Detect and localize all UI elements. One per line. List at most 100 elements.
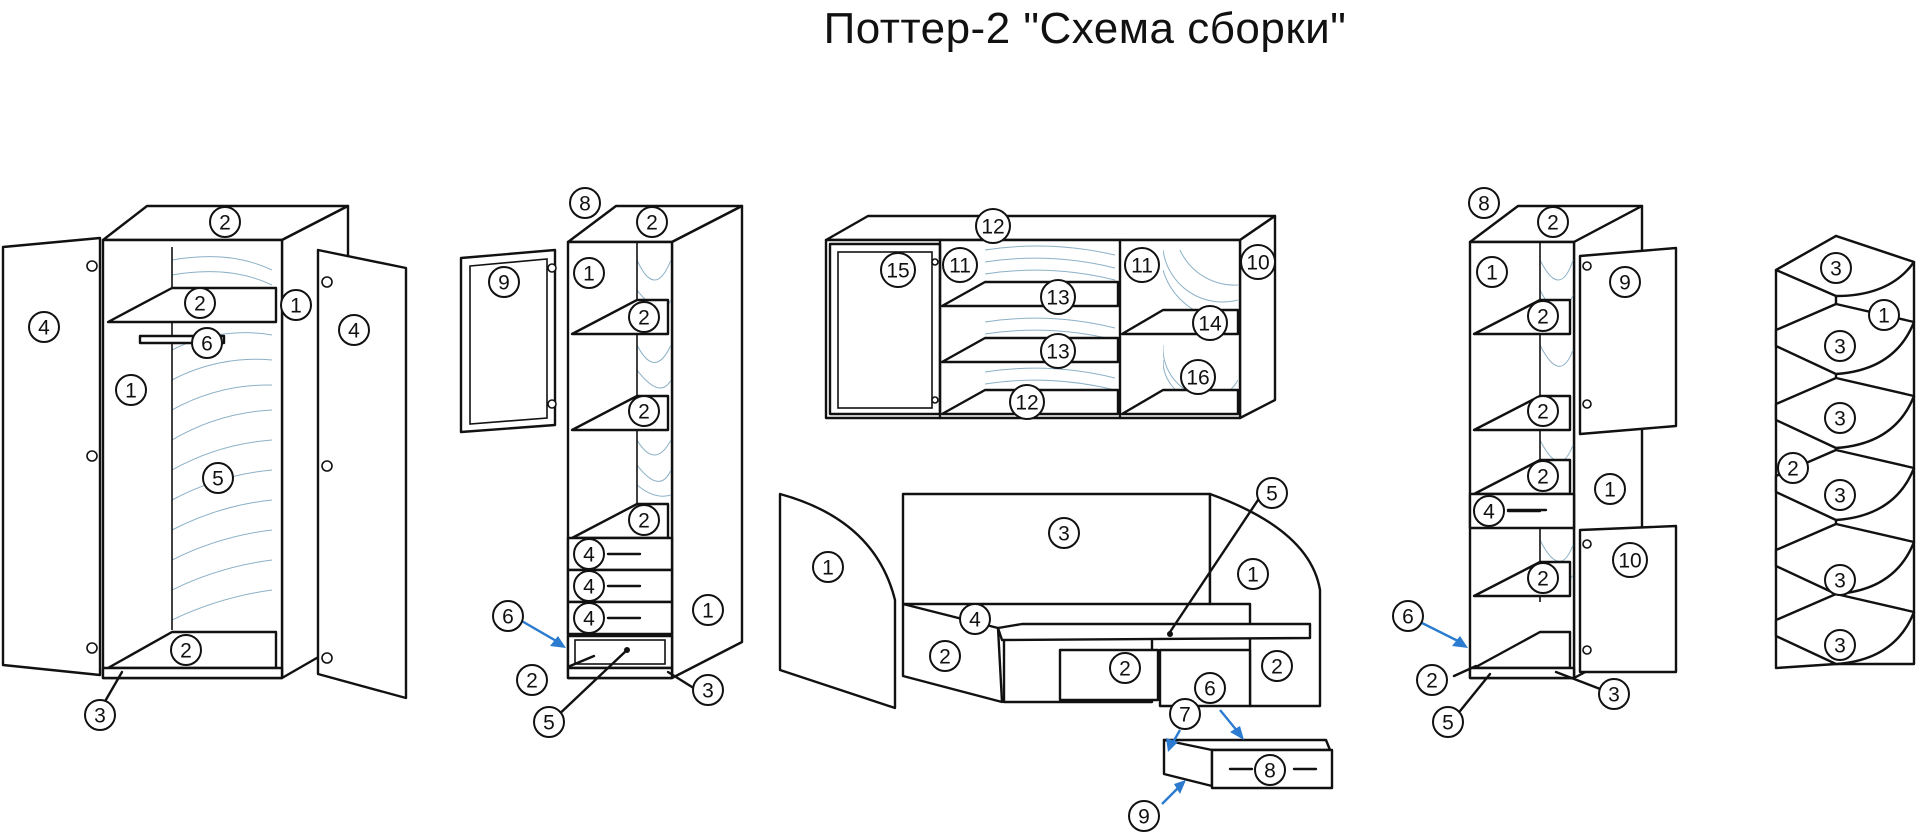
part-label-bed-7: 2 [1109,652,1141,684]
part-label-corner_shelf-7: 3 [1824,564,1856,596]
part-label-bookcase-11: 1 [692,594,724,626]
part-label-wardrobe-3: 1 [280,289,312,321]
part-label-wardrobe-9: 2 [170,634,202,666]
part-label-bed-12: 9 [1128,800,1160,832]
part-label-wardrobe-2: 2 [184,287,216,319]
part-number: 9 [1619,272,1631,295]
part-number: 9 [498,272,510,295]
part-number: 5 [1266,483,1278,506]
part-label-wardrobe-4: 4 [28,311,60,343]
part-label-bed-6: 2 [929,640,961,672]
part-number: 7 [1179,704,1191,727]
part-number: 6 [502,606,514,629]
part-number: 1 [125,380,137,403]
part-number: 2 [646,212,658,235]
part-number: 2 [219,212,231,235]
part-number: 2 [638,510,650,533]
part-number: 3 [1834,485,1846,508]
part-label-right_cabinet-12: 6 [1392,600,1424,632]
part-label-bed-3: 1 [812,551,844,583]
part-number: 2 [1537,401,1549,424]
bed-figure [778,492,1334,790]
part-number: 4 [38,317,50,340]
page-title: Поттер-2 "Схема сборки" [823,4,1347,53]
part-label-bookcase-13: 2 [516,664,548,696]
part-label-bed-1: 5 [1256,477,1288,509]
wardrobe-figure [1,204,408,700]
part-label-bookcase-9: 4 [573,570,605,602]
part-number: 2 [939,646,951,669]
part-label-right_cabinet-5: 2 [1527,300,1559,332]
part-label-wall_cabinet-1: 12 [975,208,1011,244]
part-label-right_cabinet-14: 5 [1432,706,1464,738]
part-label-wardrobe-6: 6 [191,327,223,359]
part-number: 3 [1834,408,1846,431]
part-label-corner_shelf-4: 3 [1824,402,1856,434]
part-number: 11 [1131,255,1153,278]
part-number: 2 [526,670,538,693]
part-number: 1 [822,557,834,580]
part-label-bookcase-7: 2 [628,504,660,536]
part-label-wall_cabinet-7: 14 [1192,305,1228,341]
part-number: 2 [1537,568,1549,591]
part-number: 1 [702,600,714,623]
part-number: 3 [702,680,714,703]
part-number: 4 [348,320,360,343]
part-number: 15 [886,260,909,283]
part-number: 8 [1264,760,1276,783]
part-number: 2 [180,640,192,663]
part-label-wardrobe-5: 4 [338,314,370,346]
part-number: 2 [1537,466,1549,489]
part-label-right_cabinet-8: 4 [1473,495,1505,527]
part-number: 1 [1486,262,1498,285]
part-number: 13 [1046,341,1069,364]
part-number: 4 [583,544,595,567]
part-label-corner_shelf-5: 2 [1777,452,1809,484]
part-label-bookcase-8: 4 [573,538,605,570]
part-label-right_cabinet-4: 9 [1609,266,1641,298]
part-number: 2 [1271,656,1283,679]
part-number: 12 [1015,392,1038,415]
part-label-bookcase-10: 4 [573,602,605,634]
part-number: 9 [1138,806,1150,829]
part-label-bed-5: 4 [959,603,991,635]
part-number: 5 [1442,712,1454,735]
part-label-corner_shelf-6: 3 [1824,479,1856,511]
part-label-wall_cabinet-2: 15 [880,252,916,288]
part-number: 5 [212,468,224,491]
part-label-bookcase-15: 3 [692,674,724,706]
part-number: 2 [1537,306,1549,329]
part-label-right_cabinet-3: 1 [1476,256,1508,288]
part-label-bookcase-14: 5 [533,706,565,738]
part-number: 3 [1834,635,1846,658]
part-label-bookcase-12: 6 [492,600,524,632]
part-number: 2 [638,401,650,424]
part-number: 4 [969,609,981,632]
part-number: 3 [1834,336,1846,359]
part-label-bed-11: 8 [1254,754,1286,786]
leader-lines [98,498,1610,805]
part-number: 3 [94,705,106,728]
part-label-wall_cabinet-4: 11 [1124,247,1160,283]
part-number: 8 [579,193,591,216]
part-number: 14 [1198,313,1222,336]
part-label-right_cabinet-11: 2 [1527,562,1559,594]
part-label-wall_cabinet-10: 12 [1009,384,1045,420]
part-label-bookcase-3: 9 [488,266,520,298]
wood-grain [172,256,272,621]
part-number: 1 [1878,305,1890,328]
part-number: 3 [1834,570,1846,593]
part-label-corner_shelf-1: 3 [1820,252,1852,284]
part-label-right_cabinet-15: 3 [1598,678,1630,710]
part-number: 6 [1204,678,1216,701]
part-label-bookcase-2: 2 [636,206,668,238]
part-label-bed-4: 1 [1237,558,1269,590]
part-label-wall_cabinet-3: 11 [942,247,978,283]
part-number: 3 [1058,523,1070,546]
part-number: 5 [543,712,555,735]
part-label-bookcase-6: 2 [628,395,660,427]
part-label-bookcase-1: 8 [569,187,601,219]
part-label-bed-10: 7 [1169,698,1201,730]
